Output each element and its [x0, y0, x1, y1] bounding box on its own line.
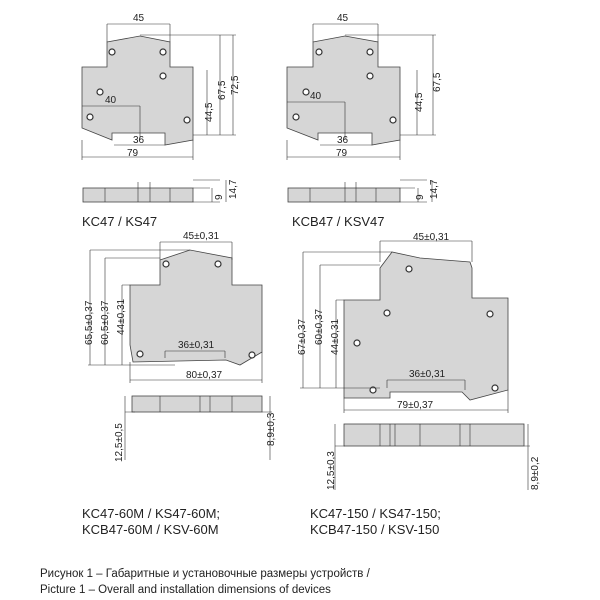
dim-side-left: 12,5±0,5: [114, 423, 125, 462]
side-view: [343, 423, 525, 447]
dim-side2: 14,7: [429, 179, 440, 199]
dim-left-offset: 40: [310, 91, 322, 102]
drawing-title-kc47: KC47 / KS47: [82, 214, 158, 229]
drawing-kc47: 45 40 36 79 44,5 67,5 72,5 9 14,7: [81, 13, 241, 203]
dim-h1: 44,5: [204, 102, 215, 122]
side-view: [131, 395, 263, 413]
dim-side1: 9: [214, 194, 225, 200]
dim-width-top: 45±0,31: [183, 231, 220, 242]
dim-h-total: 67±0,37: [297, 318, 308, 355]
dim-h3: 72,5: [230, 75, 241, 95]
dim-h1: 44,5: [414, 92, 425, 112]
dim-rail: 36±0,31: [178, 340, 215, 351]
caption-ru: Рисунок 1 – Габаритные и установочные ра…: [40, 568, 370, 580]
dim-rail: 36±0,31: [409, 369, 446, 380]
dim-rail: 36: [133, 135, 145, 146]
side-view: [287, 187, 401, 203]
dim-left-offset: 40: [105, 95, 117, 106]
dim-side-right: 8,9±0,3: [266, 412, 277, 446]
drawing-title-60m-line1: KC47-60M / KS47-60M;: [82, 506, 221, 521]
drawing-title-kcb47: KCB47 / KSV47: [292, 214, 385, 229]
dim-rail: 36: [337, 135, 349, 146]
drawing-title-60m-line2: KCB47-60M / KSV-60M: [82, 522, 219, 537]
dim-h-total: 65,5±0,37: [84, 300, 95, 345]
dim-width: 79: [127, 148, 139, 159]
dim-side-right: 8,9±0,2: [530, 456, 541, 490]
dim-width-top: 45±0,31: [413, 232, 450, 243]
dim-side-left: 12,5±0,3: [326, 451, 337, 490]
drawing-title-150-line2: KCB47-150 / KSV-150: [310, 522, 440, 537]
dim-h-mid: 60±0,37: [314, 308, 325, 345]
drawing-60m: 45±0,31 65,5±0,37 60,5±0,37 44±0,31 36±0…: [84, 231, 277, 462]
dim-width: 80±0,37: [186, 370, 223, 381]
dim-h-mid: 60,5±0,37: [100, 300, 111, 345]
dim-h-low: 44±0,31: [116, 298, 127, 335]
dim-side1: 9: [415, 194, 426, 200]
drawing-title-150-line1: KC47-150 / KS47-150;: [310, 506, 441, 521]
dim-width: 79±0,37: [397, 400, 434, 411]
dim-width-top: 45: [337, 13, 349, 24]
dim-h2: 67,5: [217, 80, 228, 100]
drawing-150: 45±0,31 67±0,37 60±0,37 44±0,31 36±0,31 …: [297, 232, 541, 490]
caption-en: Picture 1 – Overall and installation dim…: [40, 584, 331, 596]
dim-width: 79: [336, 148, 348, 159]
dim-width-top: 45: [133, 13, 145, 24]
drawing-kcb47: 45 40 36 79 44,5 67,5 9 14,7: [286, 13, 443, 203]
dim-h-low: 44±0,31: [330, 318, 341, 355]
dim-h2: 67,5: [432, 72, 443, 92]
dim-side2: 14,7: [228, 179, 239, 199]
